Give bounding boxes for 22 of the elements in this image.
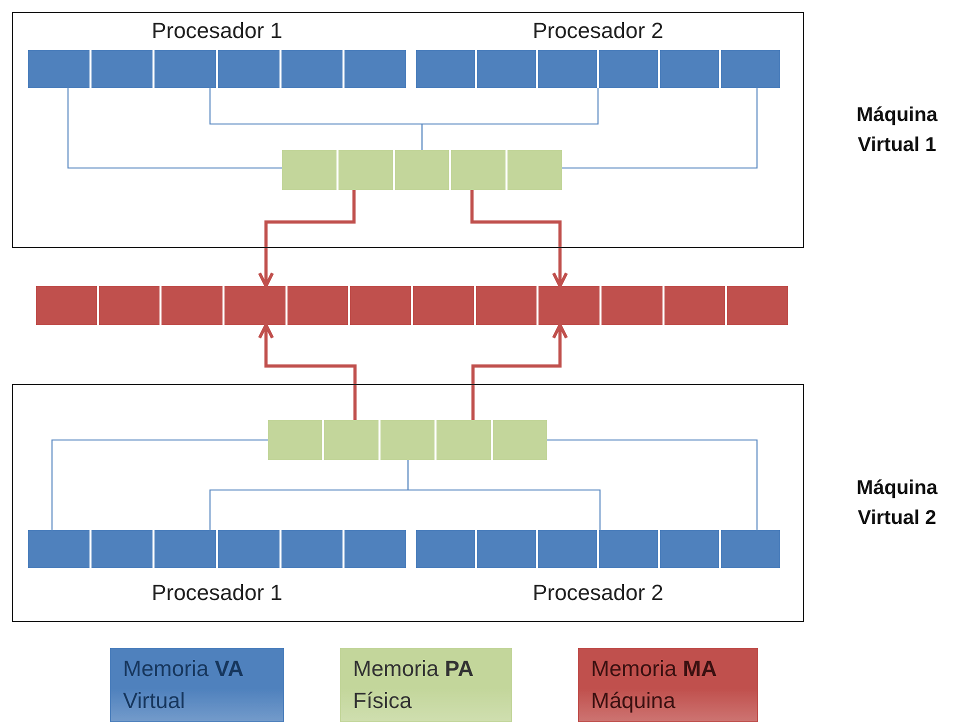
connector-line (51, 439, 268, 530)
legend-text: Memoria PA Física (353, 655, 475, 715)
processor-label: Procesador 2 (532, 579, 664, 607)
arrow (258, 323, 357, 420)
legend-text: Memoria MA Máquina (591, 655, 718, 715)
memory-bar (282, 150, 562, 190)
connector-line (67, 88, 282, 169)
vm-label: Máquina Virtual 2 (855, 476, 939, 531)
connector-line (421, 88, 599, 150)
memory-bar (36, 286, 788, 325)
vm-label: Máquina Virtual 1 (855, 103, 939, 158)
processor-label: Procesador 1 (150, 17, 284, 45)
arrow (470, 190, 568, 288)
connector-line (547, 439, 758, 530)
arrow (471, 323, 568, 420)
arrow (258, 190, 356, 288)
connector-line (562, 88, 758, 169)
legend-text: Memoria VA Virtual (123, 655, 245, 715)
memory-bar (268, 420, 547, 460)
processor-label: Procesador 2 (532, 17, 664, 45)
processor-label: Procesador 1 (150, 579, 284, 607)
connector-line (407, 460, 601, 530)
